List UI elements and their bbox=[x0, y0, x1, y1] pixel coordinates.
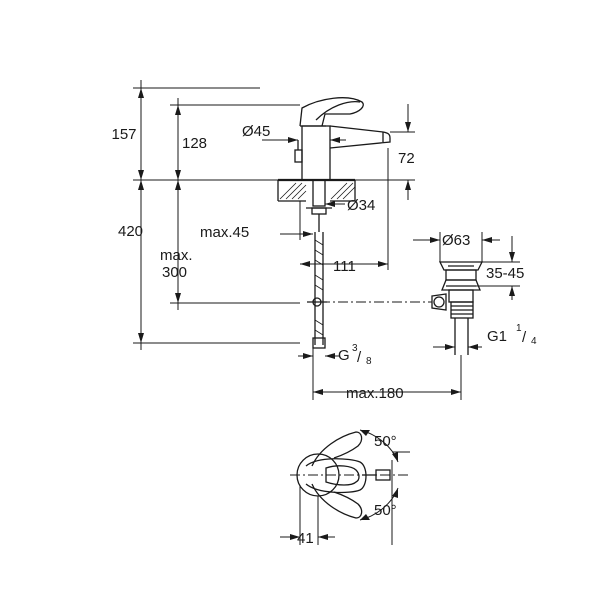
mixer-top-view bbox=[290, 431, 410, 545]
dim-spout-height: 128 bbox=[182, 135, 207, 152]
dim-waste-num: 1 bbox=[516, 323, 522, 334]
dim-waste-slash: / bbox=[522, 329, 527, 346]
dim-connection-slash: / bbox=[357, 349, 362, 366]
dim-total-height: 157 bbox=[111, 126, 136, 143]
deck-dimension-lines bbox=[280, 148, 389, 270]
dim-max-deck: max.45 bbox=[200, 224, 249, 241]
dim-base-diameter: Ø34 bbox=[347, 197, 375, 214]
connection-dim-lines bbox=[298, 348, 340, 400]
dim-spout-reach: 111 bbox=[333, 258, 356, 275]
dim-waste-thread: G1 bbox=[487, 328, 507, 345]
dim-connection-den: 8 bbox=[366, 356, 372, 367]
dim-max-label: max. bbox=[160, 247, 193, 264]
dim-rotation-lower: 50° bbox=[374, 502, 397, 519]
mixer-side-view bbox=[277, 97, 391, 349]
dim-rod-length: max.180 bbox=[346, 385, 404, 402]
dim-connection-num: 3 bbox=[352, 343, 358, 354]
dim-spout-outlet-height: 72 bbox=[398, 150, 415, 167]
dim-lever-offset: 41 bbox=[297, 530, 314, 547]
dim-below-deck: 420 bbox=[118, 223, 143, 240]
left-dimension-lines bbox=[133, 80, 300, 350]
dim-waste-den: 4 bbox=[531, 336, 537, 347]
rod-length-dim-lines bbox=[313, 355, 462, 400]
dim-waste-range: 35-45 bbox=[486, 265, 524, 282]
spout-dimension-lines bbox=[262, 104, 415, 200]
dim-connection-thread: G bbox=[338, 347, 350, 364]
rotation-dim-lines bbox=[359, 429, 410, 521]
dim-handle-diameter: Ø45 bbox=[242, 123, 270, 140]
waste-fitting bbox=[431, 261, 484, 355]
waste-dim-lines bbox=[413, 232, 520, 350]
dim-max-value: 300 bbox=[162, 264, 187, 281]
lever-offset-dim-lines bbox=[280, 496, 335, 545]
dim-rotation-upper: 50° bbox=[374, 433, 397, 450]
dim-waste-diameter: Ø63 bbox=[442, 232, 470, 249]
